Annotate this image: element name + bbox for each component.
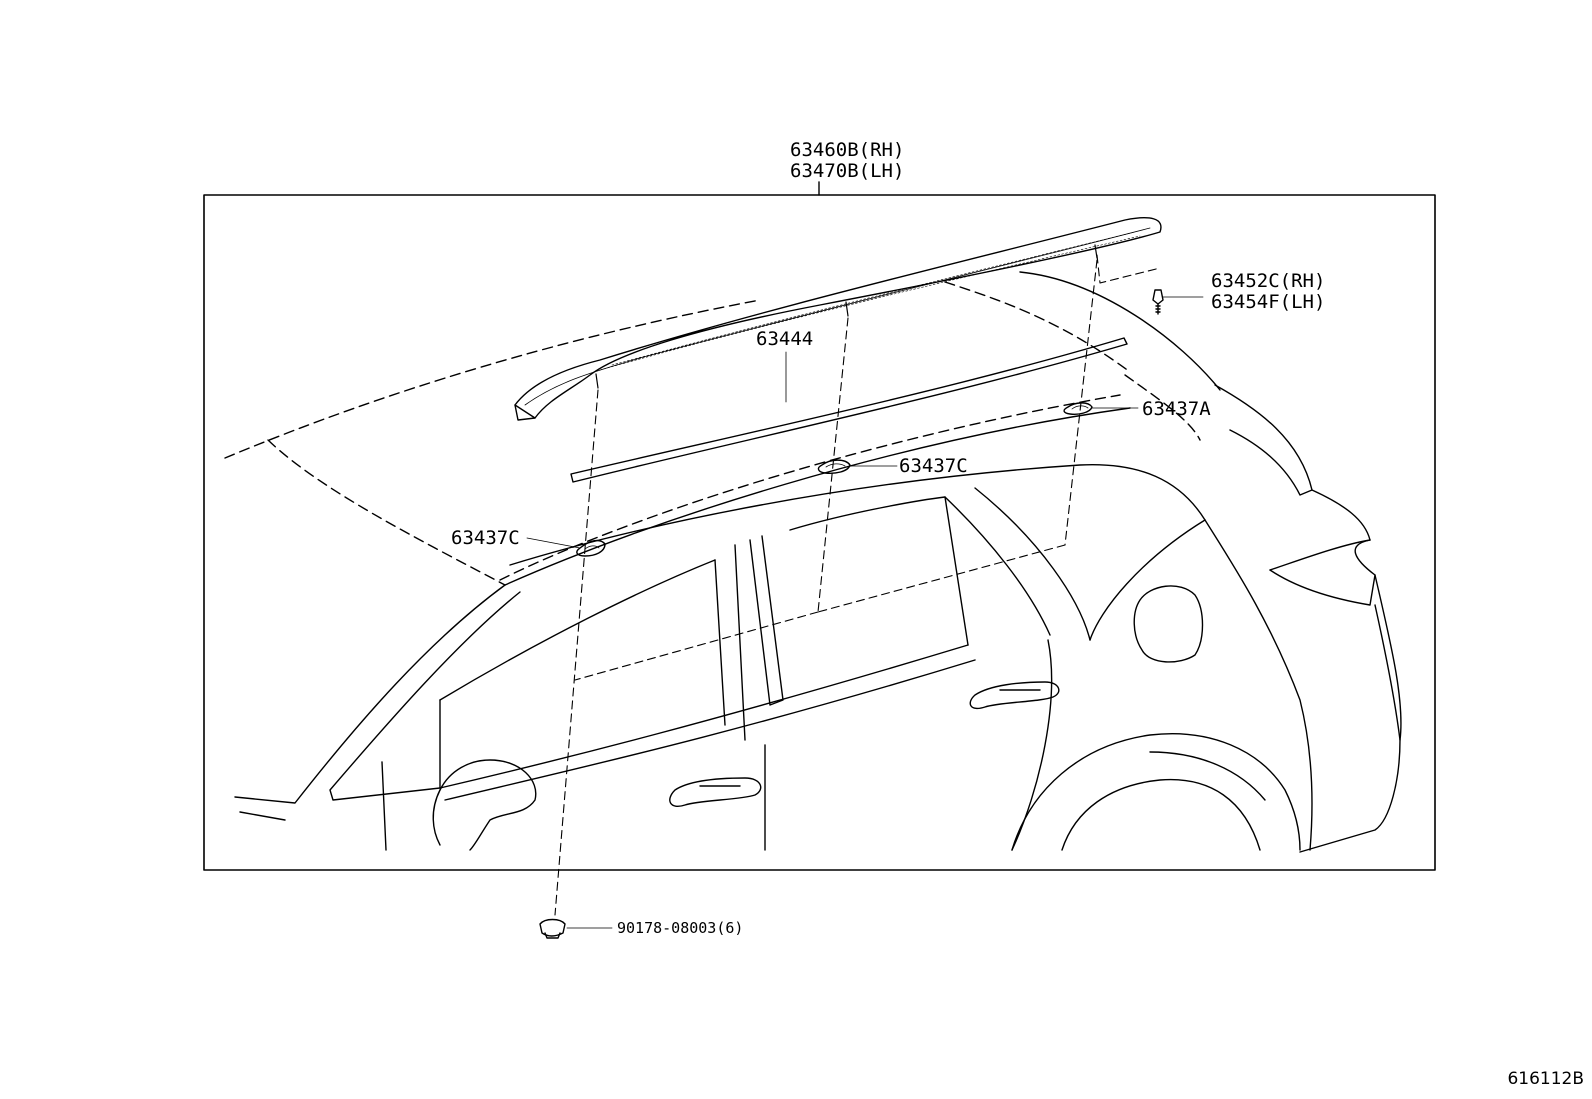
rail-nut: [539, 918, 613, 939]
rail-pads: [576, 402, 1093, 557]
label-pad-center: 63437C: [899, 455, 968, 477]
label-roof-rack-rail-lh: 63470B(LH): [790, 160, 905, 182]
label-rail-end-clip-lh: 63454F(LH): [1211, 291, 1326, 313]
label-nut: 90178-08003(6): [617, 919, 744, 937]
label-roof-moulding: 63444: [756, 328, 814, 350]
callout-lines: [526, 351, 1139, 549]
rail-end-clip: [1152, 289, 1204, 315]
assembly-lines: [554, 254, 1161, 916]
vehicle-body-outline: [224, 271, 1402, 853]
roof-moulding: [570, 337, 1128, 483]
label-pad-front: 63437C: [451, 527, 520, 549]
drawing-id: 616112B: [1507, 1069, 1584, 1089]
roof-rack-rail: [514, 217, 1162, 421]
label-rail-end-clip-rh: 63452C(RH): [1211, 270, 1326, 292]
label-roof-rack-rail-rh: 63460B(RH): [790, 139, 905, 161]
label-pad-rear: 63437A: [1142, 398, 1211, 420]
